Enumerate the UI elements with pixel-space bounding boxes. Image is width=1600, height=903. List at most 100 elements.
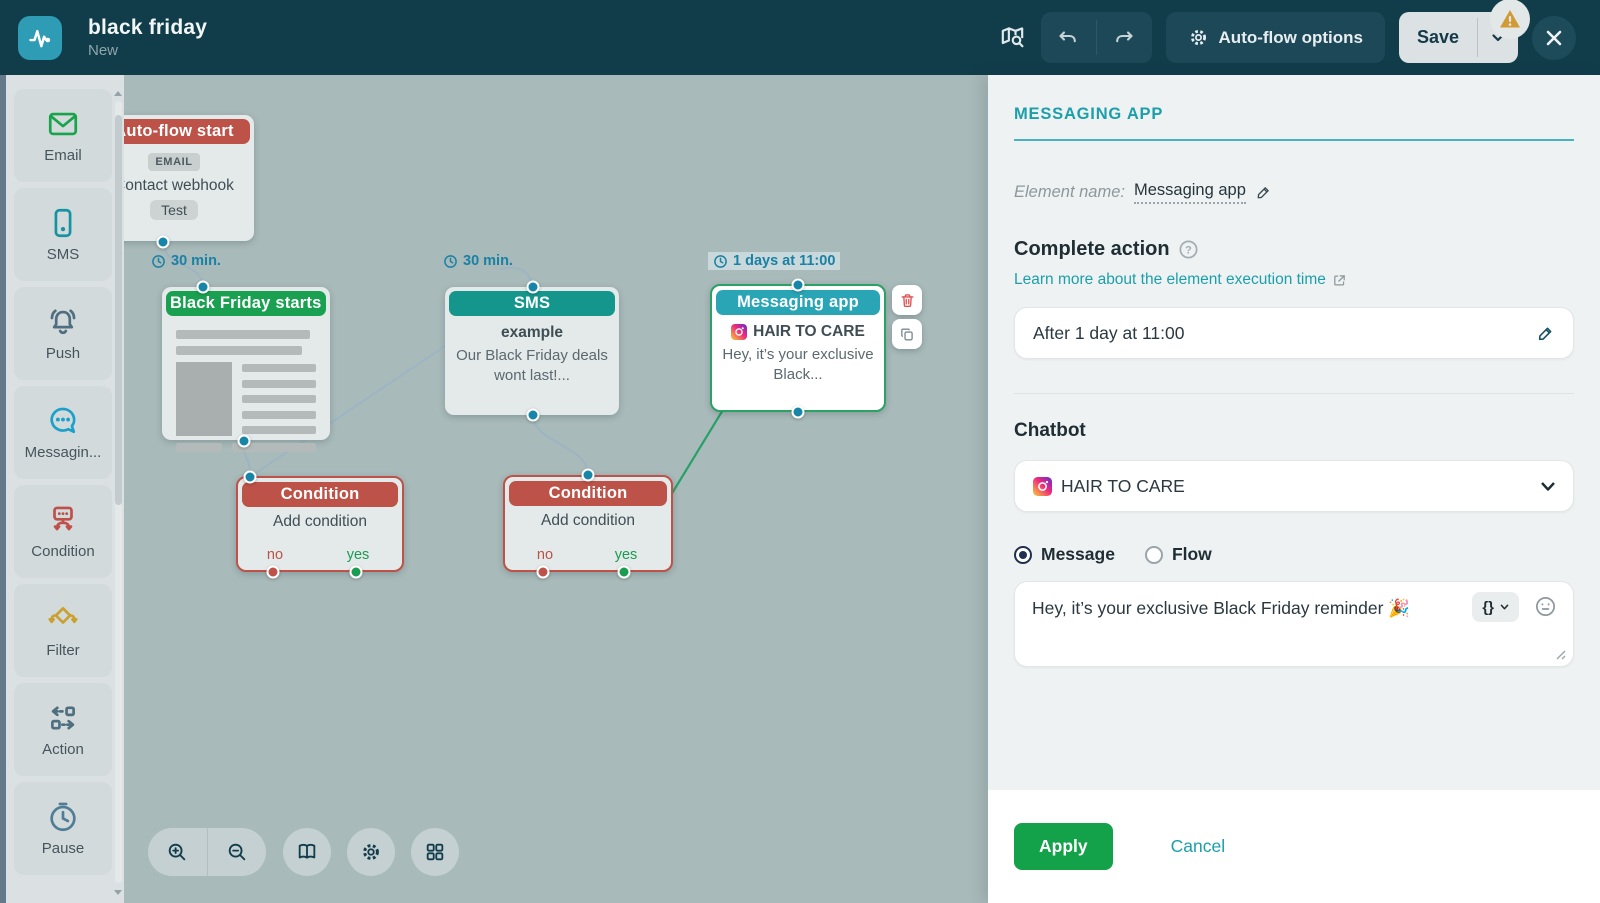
email-icon: [48, 112, 78, 136]
sidebar-item-action[interactable]: Action: [14, 683, 112, 776]
node-header: Messaging app: [716, 290, 880, 315]
sidebar-scroll-down[interactable]: [114, 890, 122, 895]
connector-in[interactable]: [526, 280, 540, 294]
sidebar-item-label: Pause: [41, 840, 85, 857]
node-header: Condition: [242, 482, 398, 507]
connector-in[interactable]: [243, 470, 257, 484]
sidebar-item-pause[interactable]: Pause: [14, 782, 112, 875]
auto-flow-options-label: Auto-flow options: [1218, 27, 1363, 47]
settings-panel: MESSAGING APP Element name: Messaging ap…: [988, 75, 1600, 903]
edit-pencil-icon[interactable]: [1255, 184, 1272, 201]
node-condition-1[interactable]: Condition Add condition no yes: [236, 476, 404, 572]
warning-badge: [1490, 0, 1530, 39]
window-scrollbar[interactable]: [0, 75, 6, 903]
execution-time-field[interactable]: After 1 day at 11:00: [1014, 307, 1574, 359]
zoom-out-button[interactable]: [208, 828, 267, 876]
radio-button-checked[interactable]: [1014, 545, 1032, 564]
sidebar-item-push[interactable]: Push: [14, 287, 112, 380]
connector-yes[interactable]: [617, 565, 631, 579]
chatbot-account: HAIR TO CARE: [712, 323, 884, 341]
redo-button[interactable]: [1097, 12, 1152, 63]
message-textarea[interactable]: Hey, it’s your exclusive Black Friday re…: [1014, 581, 1574, 667]
radio-flow[interactable]: Flow: [1144, 544, 1212, 565]
node-email[interactable]: Black Friday starts ...: [162, 287, 330, 452]
trigger-tag: Test: [150, 200, 198, 220]
connector-out[interactable]: [237, 434, 251, 448]
instagram-icon: [1033, 476, 1052, 496]
radio-message[interactable]: Message: [1014, 544, 1115, 565]
zoom-in-button[interactable]: [148, 828, 207, 876]
duplicate-node-button[interactable]: [892, 319, 922, 349]
sidebar-scrollbar[interactable]: [115, 101, 122, 883]
sidebar-item-label: Condition: [31, 543, 95, 560]
connector-no[interactable]: [536, 565, 550, 579]
cancel-button[interactable]: Cancel: [1170, 836, 1226, 856]
node-sms[interactable]: SMS example Our Black Friday deals wont …: [445, 287, 619, 415]
panel-title-rule: [1014, 139, 1574, 141]
canvas-settings-button[interactable]: [347, 828, 395, 876]
chatbot-select[interactable]: HAIR TO CARE: [1014, 460, 1574, 512]
delete-node-button[interactable]: [892, 285, 922, 315]
sms-icon: [54, 208, 72, 238]
map-search-icon: [1001, 27, 1024, 48]
auto-flow-options-button[interactable]: Auto-flow options: [1165, 12, 1385, 63]
flow-canvas[interactable]: Auto-flow start EMAIL Contact webhook Te…: [124, 75, 988, 903]
minimap-button[interactable]: [998, 23, 1027, 52]
flow-status: New: [88, 42, 119, 59]
help-icon[interactable]: ?: [1178, 239, 1199, 260]
save-split-button: Save: [1399, 12, 1518, 63]
undo-redo-group: [1040, 12, 1152, 63]
zoom-controls: [148, 828, 266, 876]
sidebar-item-label: Push: [45, 345, 81, 362]
resize-handle[interactable]: [1555, 649, 1566, 660]
delay-label-selected[interactable]: 1 days at 11:00: [708, 252, 841, 270]
connector-in[interactable]: [791, 278, 805, 292]
sidebar-item-label: Messagin...: [24, 444, 102, 461]
condition-yes-label: yes: [614, 547, 638, 563]
sidebar-scroll-up[interactable]: [114, 91, 122, 96]
chatbot-label: Chatbot: [1014, 420, 1086, 441]
sidebar-item-label: Email: [44, 147, 82, 164]
close-icon: [1546, 30, 1562, 45]
sidebar-item-messaging[interactable]: Messagin...: [14, 386, 112, 479]
emoji-picker-button[interactable]: [1534, 595, 1557, 618]
node-condition-2[interactable]: Condition Add condition no yes: [503, 475, 673, 572]
personalization-variables-button[interactable]: {}: [1472, 592, 1519, 622]
connector-yes[interactable]: [349, 565, 363, 579]
clock-icon: [152, 254, 165, 268]
sidebar-item-filter[interactable]: Filter: [14, 584, 112, 677]
connector-out[interactable]: [791, 405, 805, 419]
radio-button[interactable]: [1144, 545, 1163, 564]
execution-time-value: After 1 day at 11:00: [1033, 322, 1185, 343]
sidebar-item-condition[interactable]: Condition: [14, 485, 112, 578]
element-name-value[interactable]: Messaging app: [1133, 181, 1246, 204]
delay-label[interactable]: 30 min.: [443, 253, 513, 269]
connector-no[interactable]: [266, 565, 280, 579]
condition-body: Add condition: [273, 513, 367, 530]
node-autoflow-start[interactable]: Auto-flow start EMAIL Contact webhook Te…: [124, 115, 254, 241]
learn-more-link[interactable]: Learn more about the element execution t…: [1014, 271, 1347, 289]
svg-text:?: ?: [1185, 244, 1192, 256]
condition-no-label: no: [266, 547, 284, 563]
close-button[interactable]: [1532, 15, 1576, 60]
connector-out[interactable]: [156, 235, 170, 249]
flow-title: black friday: [88, 16, 208, 39]
connector-in[interactable]: [581, 468, 595, 482]
guide-button[interactable]: [283, 828, 331, 876]
sidebar-item-sms[interactable]: SMS: [14, 188, 112, 281]
node-messaging-app[interactable]: Messaging app HAIR TO CARE Hey, it’s you…: [710, 284, 886, 412]
apply-button[interactable]: Apply: [1014, 823, 1113, 870]
save-button[interactable]: Save: [1399, 12, 1477, 63]
sidebar-item-email[interactable]: Email: [14, 89, 112, 182]
connector-in[interactable]: [196, 280, 210, 294]
gear-icon: [1190, 29, 1206, 46]
connector-out[interactable]: [526, 408, 540, 422]
message-text: Hey, it’s your exclusive Black Friday re…: [1032, 598, 1411, 618]
warning-triangle-icon: [1500, 10, 1520, 28]
panel-title: MESSAGING APP: [1014, 105, 1164, 123]
undo-button[interactable]: [1041, 12, 1096, 63]
elements-grid-button[interactable]: [411, 828, 459, 876]
edit-pencil-icon[interactable]: [1536, 324, 1555, 343]
delay-label[interactable]: 30 min.: [151, 253, 221, 269]
